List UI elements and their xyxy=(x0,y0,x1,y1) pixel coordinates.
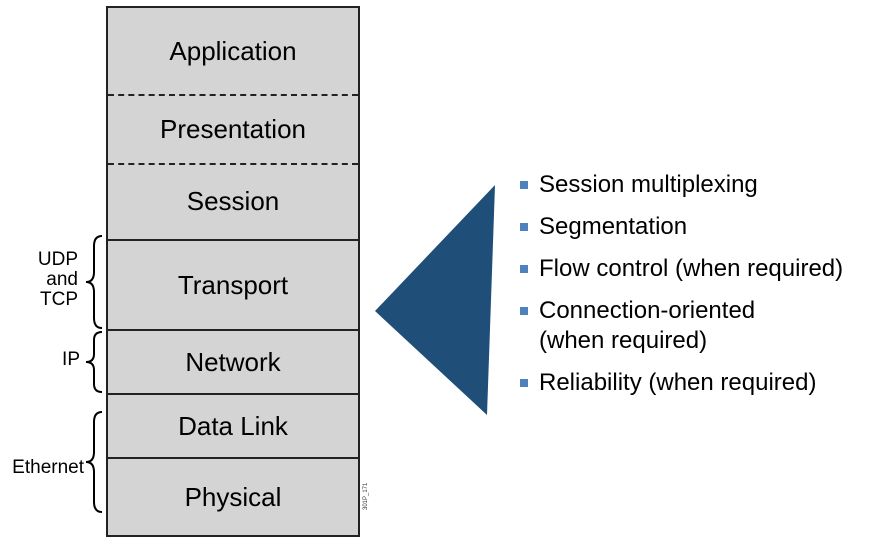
function-text: Session multiplexing xyxy=(539,171,758,198)
layer-divider-dashed-1 xyxy=(108,94,358,96)
pointer-triangle xyxy=(375,185,495,415)
figure-code: 301P_171 xyxy=(363,482,369,510)
network-brace xyxy=(85,331,103,393)
layer-application: Application xyxy=(169,35,297,66)
square-bullet-icon xyxy=(520,265,528,273)
list-item: Reliability (when required) xyxy=(520,368,843,398)
list-item: Segmentation xyxy=(520,212,843,242)
function-text: Connection-oriented (when required) xyxy=(539,296,755,356)
square-bullet-icon xyxy=(520,307,528,315)
function-text: Reliability (when required) xyxy=(539,369,817,396)
square-bullet-icon xyxy=(520,379,528,387)
osi-stack: Application Presentation Session Transpo… xyxy=(106,6,360,537)
layer-session: Session xyxy=(108,163,358,241)
ethernet-brace xyxy=(85,411,103,513)
layer-physical: Physical xyxy=(184,481,282,512)
function-text: Segmentation xyxy=(539,213,688,240)
tcp-label: TCP xyxy=(40,289,78,310)
layer-divider-dashed-2 xyxy=(108,163,358,165)
transport-brace xyxy=(85,235,103,329)
function-text-line1: Connection-oriented xyxy=(539,297,756,324)
layer-transport: Transport xyxy=(108,241,358,331)
and-label: and xyxy=(46,269,78,290)
udp-label: UDP xyxy=(37,249,78,270)
udp-tcp-label: UDP and TCP xyxy=(20,250,78,310)
square-bullet-icon xyxy=(520,223,528,231)
layer-network: Network xyxy=(108,331,358,395)
ip-label: IP xyxy=(62,349,80,370)
list-item: Flow control (when required) xyxy=(520,254,843,284)
layer-presentation: Presentation xyxy=(160,113,306,144)
square-bullet-icon xyxy=(520,181,528,189)
list-item: Session multiplexing xyxy=(520,170,843,200)
ethernet-label: Ethernet xyxy=(12,457,84,478)
list-item: Connection-oriented (when required) xyxy=(520,296,843,356)
transport-functions-list: Session multiplexing Segmentation Flow c… xyxy=(520,170,843,410)
function-text: Flow control (when required) xyxy=(539,255,844,282)
layer-data-link: Data Link xyxy=(108,395,358,459)
function-text-line2: (when required) xyxy=(539,327,708,354)
